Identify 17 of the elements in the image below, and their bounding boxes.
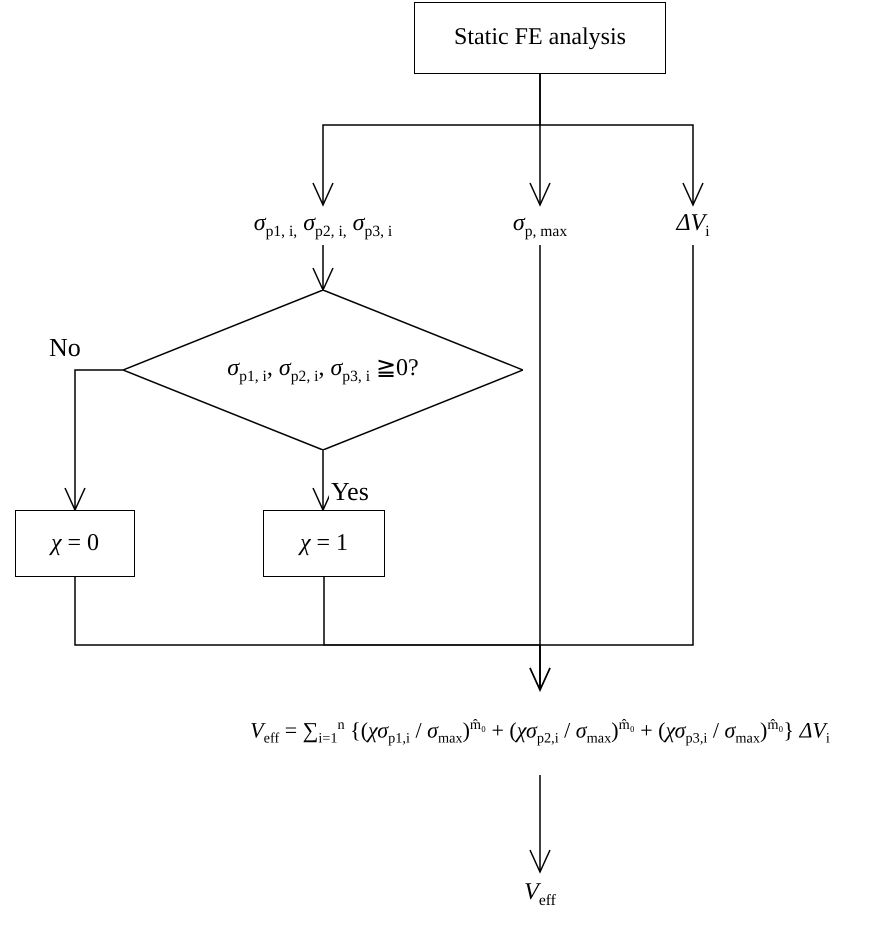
node-label: Static FE analysis (454, 24, 626, 52)
process-box (15, 510, 135, 577)
arrow (529, 245, 694, 691)
flow-text: V$_{eff}$ (524, 879, 556, 910)
flow-text: σ$_{p1, i,}$ σ$_{p2, i,}$ σ$_{p3, i}$ (254, 210, 392, 240)
process-box (263, 510, 385, 577)
node-label: σ$_{p1, i}$, σ$_{p2, i}$, σ$_{p3, i}$ ≧0? (226, 354, 420, 386)
node-label: χ = 1 (300, 530, 348, 558)
node-label: χ = 0 (50, 530, 100, 558)
arrow (64, 369, 123, 511)
process-box (414, 2, 666, 74)
arrow (539, 74, 704, 206)
flow-text: ΔV$_{i}$ (676, 210, 710, 240)
formula-text: V$_{eff}$ = ∑$_{i=1}$$^{n}$ {(χσ$_{p1,i}$ / σ$_{max}$)$^{m̂₀}$ + (χσ$_{p2,i}$ / σ$_{max}$)$^{m̂₀}$ + (χσ$_{p3,i}$ / σ$_{max}$)$^{m̂₀}$} ΔV$_{i}$ (250, 717, 830, 748)
arrow (312, 245, 334, 291)
flow-text: σ$_{p, max}$ (512, 210, 568, 240)
arrow (529, 775, 551, 873)
